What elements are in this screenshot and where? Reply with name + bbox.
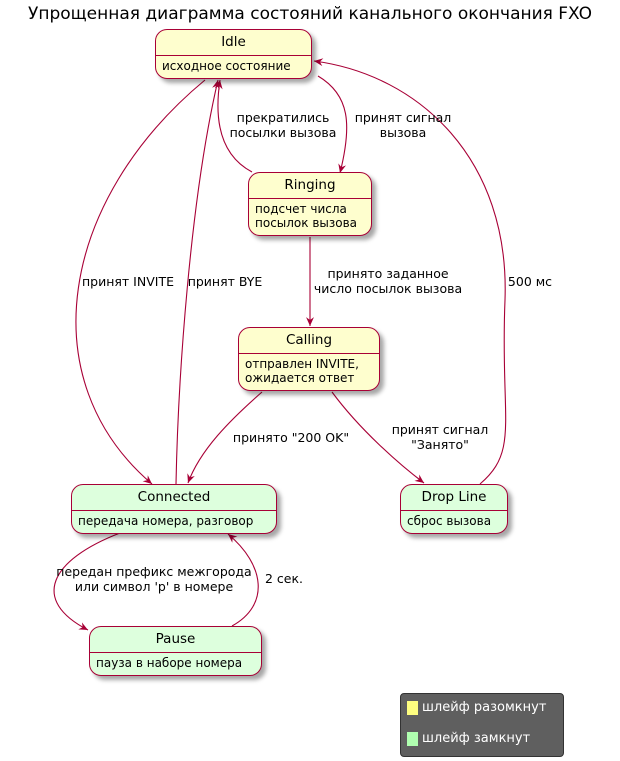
state-calling-desc: отправлен INVITE, ожидается ответ	[245, 357, 359, 385]
state-ringing-name: Ringing	[249, 173, 371, 199]
state-idle-name: Idle	[156, 30, 311, 56]
label-idle-to-ringing: принят сигнал вызова	[354, 110, 452, 140]
state-connected-name: Connected	[72, 485, 276, 511]
edge-calling-to-dropline	[331, 391, 425, 484]
diagram-title: Упрощенная диаграмма состояний канальног…	[28, 4, 592, 24]
edge-connected-to-pause	[53, 532, 121, 631]
state-connected: Connected передача номера, разговор	[71, 484, 277, 534]
state-ringing-desc: подсчет числа посылок вызова	[255, 202, 358, 230]
state-pause-name: Pause	[90, 627, 261, 653]
edge-calling-to-connected	[187, 391, 263, 484]
legend-swatch-open	[407, 700, 418, 715]
state-pause-desc: пауза в наборе номера	[96, 656, 243, 670]
state-ringing: Ringing подсчет числа посылок вызова	[248, 172, 372, 236]
state-dropline-name: Drop Line	[401, 485, 507, 511]
label-calling-to-dropline: принят сигнал "Занято"	[391, 422, 489, 452]
legend-row-open: шлейф разомкнут	[407, 700, 546, 715]
state-dropline-desc: сброс вызова	[407, 514, 492, 528]
state-connected-desc: передача номера, разговор	[78, 514, 254, 528]
label-ringing-to-calling: принято заданное число посылок вызова	[313, 266, 463, 296]
label-ringing-to-idle: прекратились посылки вызова	[229, 110, 337, 140]
legend: шлейф разомкнут шлейф замкнут	[400, 693, 564, 757]
edge-ringing-to-idle	[214, 79, 253, 173]
legend-swatch-closed	[407, 731, 418, 746]
state-calling-name: Calling	[239, 328, 379, 354]
state-idle: Idle исходное состояние	[155, 29, 312, 79]
state-dropline: Drop Line сброс вызова	[400, 484, 508, 534]
legend-open-label: шлейф разомкнут	[422, 700, 547, 715]
label-connected-to-pause: передан префикс межгорода или символ 'p'…	[56, 564, 252, 594]
label-idle-to-connected: принят INVITE	[82, 274, 174, 289]
edge-connected-to-idle	[175, 79, 220, 485]
label-calling-to-connected: принято "200 OK"	[232, 430, 350, 445]
label-connected-to-idle: принят BYE	[187, 274, 263, 289]
edge-idle-to-connected	[75, 79, 206, 485]
edge-pause-to-connected	[227, 533, 259, 627]
state-calling: Calling отправлен INVITE, ожидается отве…	[238, 327, 380, 391]
legend-closed-label: шлейф замкнут	[422, 731, 531, 746]
edge-dropline-to-idle	[313, 58, 507, 485]
edge-idle-to-ringing	[317, 75, 348, 174]
state-pause: Pause пауза в наборе номера	[89, 626, 262, 676]
legend-row-closed: шлейф замкнут	[407, 731, 530, 746]
state-idle-desc: исходное состояние	[162, 59, 291, 73]
label-pause-to-connected: 2 сек.	[264, 571, 303, 586]
label-dropline-to-idle: 500 мс	[507, 274, 553, 289]
